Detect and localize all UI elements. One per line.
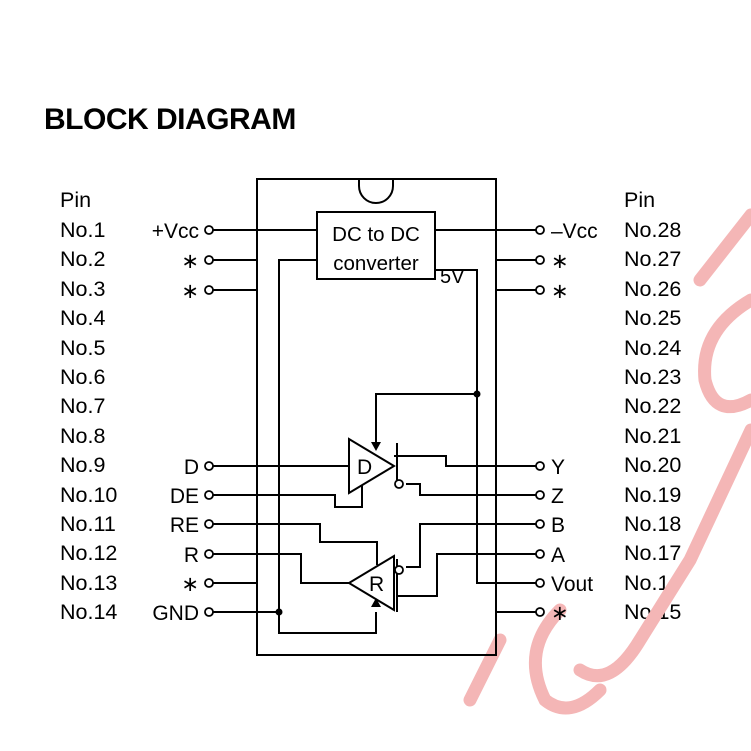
left-pin-header: Pin — [60, 188, 92, 212]
right-pin-number: No.24 — [624, 336, 682, 360]
receiver-buffer-symbol — [347, 554, 395, 612]
right-signal-label: B — [551, 514, 565, 537]
inverting-input-bubble — [394, 565, 404, 575]
package-notch — [358, 179, 394, 204]
right-pin-number: No.19 — [624, 483, 682, 507]
right-signal-label: Y — [551, 456, 565, 479]
converter-label-line2: converter — [333, 252, 419, 275]
right-pin-number: No.17 — [624, 541, 682, 565]
junction-dot — [275, 608, 283, 616]
vcc-arrow-icon — [371, 442, 381, 451]
watermark — [463, 208, 751, 715]
left-pin-number: No.10 — [60, 483, 118, 507]
right-pin-number: No.27 — [624, 247, 682, 271]
left-pin-number: No.12 — [60, 541, 118, 565]
right-pin-number: No.20 — [624, 453, 682, 477]
left-signal-label: R — [184, 544, 199, 567]
left-pin-number: No.3 — [60, 277, 106, 301]
right-signal-label: ∗ — [551, 280, 569, 303]
left-pin-number: No.11 — [60, 512, 116, 536]
left-pin-number: No.7 — [60, 394, 106, 418]
left-pin-terminals — [204, 225, 214, 617]
left-pin-number: No.1 — [60, 218, 106, 242]
left-signal-label: +Vcc — [152, 220, 199, 243]
right-pin-number: No.26 — [624, 277, 682, 301]
left-signal-label: GND — [152, 602, 199, 625]
left-pin-number: No.5 — [60, 336, 106, 360]
inverting-output-bubble — [394, 479, 404, 489]
left-pin-number: No.8 — [60, 424, 106, 448]
receiver-label: R — [369, 573, 384, 596]
left-pin-number: No.4 — [60, 306, 106, 330]
gnd-arrow-icon — [371, 598, 381, 607]
right-signal-label: Z — [551, 485, 564, 508]
ic-package-outline — [256, 178, 497, 656]
right-pin-number: No.22 — [624, 394, 682, 418]
right-signal-label: –Vcc — [551, 220, 598, 243]
left-pin-number: No.14 — [60, 600, 118, 624]
right-pin-number: No.18 — [624, 512, 682, 536]
left-signal-label: DE — [170, 485, 199, 508]
left-signal-label: D — [184, 456, 199, 479]
left-signal-label: ∗ — [181, 573, 199, 596]
right-pin-header: Pin — [624, 188, 656, 212]
driver-label: D — [357, 456, 372, 479]
dc-dc-converter-box — [316, 211, 436, 280]
left-pin-number: No.2 — [60, 247, 106, 271]
voltage-label: 5V — [440, 266, 465, 288]
left-signal-label: ∗ — [181, 250, 199, 273]
right-pin-number: No.25 — [624, 306, 682, 330]
converter-label-line1: DC to DC — [332, 223, 420, 246]
right-signal-label: A — [551, 544, 565, 567]
right-pin-number: No.23 — [624, 365, 682, 389]
left-pin-number: No.6 — [60, 365, 106, 389]
right-signal-label: ∗ — [551, 250, 569, 273]
left-signal-label: ∗ — [181, 280, 199, 303]
driver-buffer-symbol — [348, 437, 396, 495]
circuit-lines — [213, 178, 536, 656]
right-signal-label: Vout — [551, 573, 593, 596]
right-pin-number: No.21 — [624, 424, 682, 448]
right-pin-number: No.28 — [624, 218, 682, 242]
left-signal-label: RE — [170, 514, 199, 537]
right-pin-terminals — [535, 225, 545, 617]
right-signal-label: ∗ — [551, 602, 569, 625]
diagram-title: BLOCK DIAGRAM — [44, 103, 296, 136]
left-pin-number: No.9 — [60, 453, 106, 477]
junction-dot — [473, 390, 481, 398]
left-pin-number: No.13 — [60, 571, 118, 595]
